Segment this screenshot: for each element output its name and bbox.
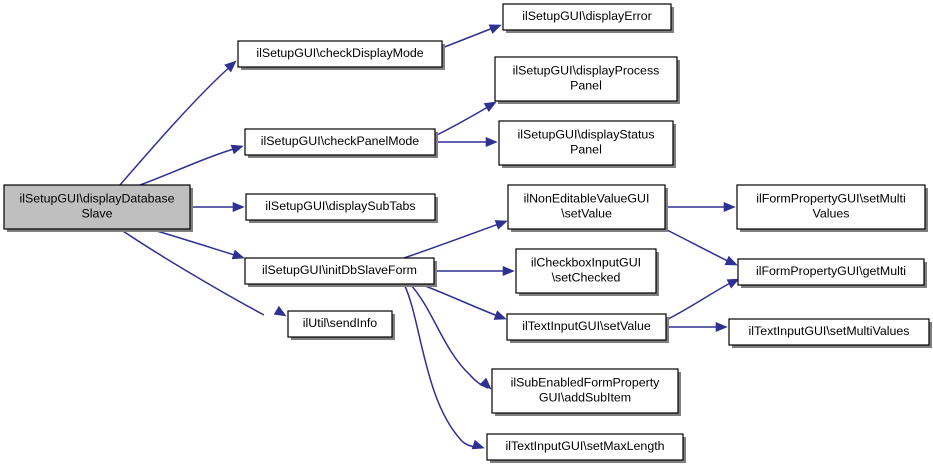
node-box[interactable]: [237, 40, 443, 68]
arrow-head-icon: [224, 60, 237, 73]
arrow-head-icon: [273, 305, 287, 317]
node-box[interactable]: [502, 3, 672, 31]
call-edge: [664, 228, 735, 265]
arrow-head-icon: [723, 201, 736, 213]
arrow-head-icon: [479, 377, 492, 390]
node-box[interactable]: [736, 184, 926, 230]
node-box[interactable]: [244, 128, 436, 156]
node-box[interactable]: [244, 257, 435, 285]
arrow-head-icon: [494, 220, 508, 230]
call-edge: [441, 25, 499, 49]
arrow-head-icon: [471, 439, 485, 450]
graph-node-n16[interactable]: ilTextInputGUI\setMultiValues: [728, 318, 932, 348]
node-box[interactable]: [3, 184, 191, 230]
call-edge: [434, 103, 494, 137]
call-edge: [403, 283, 482, 449]
arrow-head-icon: [493, 310, 507, 320]
graph-node-n11[interactable]: ilTextInputGUI\setValue: [506, 313, 669, 343]
edges-layer: [119, 24, 740, 450]
call-edge: [119, 228, 265, 316]
arrow-head-icon: [726, 278, 740, 289]
arrow-head-icon: [488, 24, 502, 34]
call-edge: [139, 146, 241, 186]
graph-node-n9[interactable]: ilNonEditableValueGUI\setValue: [507, 184, 668, 232]
arrow-head-icon: [715, 321, 728, 333]
call-edge: [419, 283, 504, 319]
graph-node-n5[interactable]: ilUtil\sendInfo: [287, 310, 395, 340]
graph-node-n3[interactable]: ilSetupGUI\displaySubTabs: [245, 193, 438, 223]
arrow-head-icon: [502, 265, 515, 277]
graph-node-n1[interactable]: ilSetupGUI\checkDisplayMode: [237, 40, 445, 70]
graph-node-n6[interactable]: ilSetupGUI\displayError: [502, 3, 674, 33]
arrow-head-icon: [231, 249, 245, 260]
node-box[interactable]: [494, 56, 678, 102]
graph-node-n2[interactable]: ilSetupGUI\checkPanelMode: [244, 128, 438, 158]
graph-node-n4[interactable]: ilSetupGUI\initDbSlaveForm: [244, 257, 437, 287]
node-box[interactable]: [245, 193, 436, 221]
node-box[interactable]: [491, 368, 679, 414]
node-box[interactable]: [486, 433, 684, 461]
graph-node-n15[interactable]: ilFormPropertyGUI\getMulti: [737, 258, 927, 288]
call-edge: [409, 283, 489, 389]
node-box[interactable]: [515, 248, 657, 294]
call-edge: [665, 279, 737, 321]
call-edge: [119, 63, 234, 186]
node-box[interactable]: [737, 258, 925, 286]
node-box[interactable]: [506, 313, 667, 341]
arrow-head-icon: [485, 136, 498, 148]
arrow-head-icon: [230, 144, 244, 155]
arrow-head-icon: [232, 201, 245, 213]
graph-node-n10[interactable]: ilCheckboxInputGUI\setChecked: [515, 248, 659, 296]
call-edge: [149, 228, 242, 258]
node-box[interactable]: [498, 120, 674, 166]
graph-node-n13[interactable]: ilTextInputGUI\setMaxLength: [486, 433, 686, 463]
node-box[interactable]: [728, 318, 930, 346]
call-edge: [403, 221, 505, 259]
node-box[interactable]: [287, 310, 393, 338]
node-box[interactable]: [507, 184, 666, 230]
arrow-head-icon: [724, 255, 738, 266]
arrow-head-icon: [483, 101, 497, 113]
